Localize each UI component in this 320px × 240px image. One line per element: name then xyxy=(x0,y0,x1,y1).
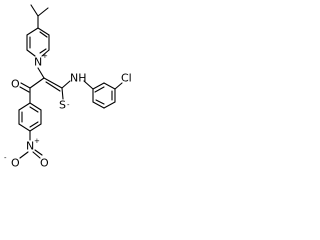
bond xyxy=(92,82,105,90)
ketone-oxygen-label: O xyxy=(11,78,20,91)
bond xyxy=(18,102,31,111)
bond xyxy=(30,4,39,17)
bond xyxy=(32,151,41,159)
bond xyxy=(39,31,48,38)
bond xyxy=(20,82,31,89)
bond xyxy=(45,81,61,92)
bond xyxy=(18,123,31,132)
bond xyxy=(39,48,47,54)
bond xyxy=(114,82,123,90)
bond xyxy=(43,77,63,89)
bond xyxy=(19,151,29,159)
bond xyxy=(95,99,105,105)
bond xyxy=(29,102,42,111)
nitro-oxygen-right-label: O xyxy=(40,157,49,170)
bond xyxy=(103,82,116,90)
nitro-nitrogen-label: N xyxy=(26,140,34,153)
chlorophenyl-ring xyxy=(83,80,123,109)
bond xyxy=(61,80,71,89)
nitro-oxygen-left-charge: - xyxy=(4,154,7,162)
bond xyxy=(26,49,36,57)
enethiolate-core xyxy=(19,77,71,100)
nitrophenyl-ring xyxy=(18,87,42,141)
bond xyxy=(41,49,50,57)
bond xyxy=(29,121,39,128)
bond xyxy=(94,86,105,93)
nitro-nitrogen-charge: + xyxy=(34,137,40,145)
bond xyxy=(29,123,42,132)
thiolate-charge: - xyxy=(67,101,70,109)
pyridinium-ring xyxy=(26,27,50,57)
bond xyxy=(103,101,116,109)
thiolate-sulfur-label: S xyxy=(59,99,66,112)
nitro-group xyxy=(19,149,43,159)
bond xyxy=(26,27,39,36)
amine-label: NH xyxy=(70,72,87,85)
bond xyxy=(34,149,43,156)
bond xyxy=(29,106,39,113)
nitro-oxygen-left-label: O xyxy=(11,157,20,170)
bond xyxy=(19,86,30,93)
bond xyxy=(83,80,94,90)
bond xyxy=(37,7,49,17)
bond xyxy=(29,77,45,89)
pyridinium-charge: + xyxy=(42,52,48,60)
chlorine-label: Cl xyxy=(121,72,132,85)
bond xyxy=(92,101,105,109)
bond xyxy=(61,87,64,100)
pyridinium-nitrogen-label: N xyxy=(34,56,42,69)
chemical-structure-diagram: N + O NH S - Cl xyxy=(4,4,132,170)
bond xyxy=(37,67,45,79)
bond xyxy=(37,27,50,36)
isopropyl-group xyxy=(30,4,49,29)
